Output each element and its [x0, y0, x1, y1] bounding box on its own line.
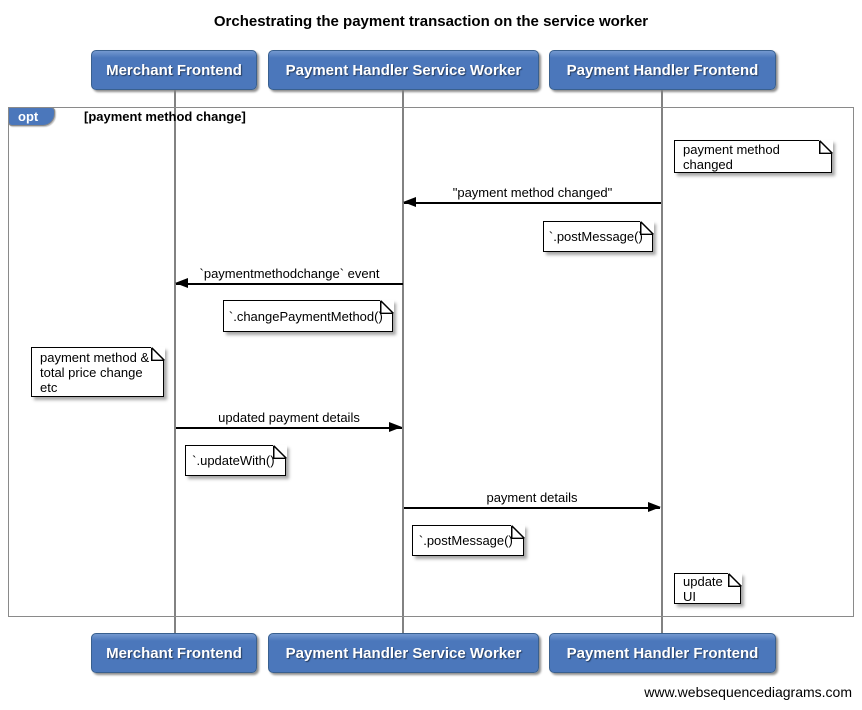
message-line	[176, 283, 403, 285]
diagram-title: Orchestrating the payment transaction on…	[213, 13, 649, 30]
message-label-paymentmethodchange-event: `paymentmethodchange` event	[199, 266, 380, 281]
note-text: `.updateWith()`	[192, 453, 279, 468]
note-fold-icon	[818, 139, 833, 154]
note-text: `.changePaymentMethod()`	[228, 308, 388, 324]
note-text: payment method & total price change etc	[40, 349, 150, 395]
actor-bottom-merchant-frontend: Merchant Frontend	[91, 633, 257, 673]
note-fold-icon	[379, 299, 394, 314]
opt-fragment-frame	[8, 107, 854, 617]
note-changepaymentmethod: `.changePaymentMethod()`	[223, 299, 394, 332]
opt-operator-tab: opt	[8, 107, 55, 126]
note-text: update UI	[683, 573, 723, 604]
note-updatewith: `.updateWith()`	[185, 444, 287, 476]
note-postmessage-2: `.postMessage()`	[412, 524, 525, 556]
message-line	[176, 427, 402, 429]
arrowhead-left-icon	[403, 197, 416, 207]
note-fold-icon	[727, 572, 742, 587]
actor-top-merchant-frontend: Merchant Frontend	[91, 50, 257, 90]
note-fold-icon	[150, 346, 165, 361]
actor-top-payment-handler-service-worker: Payment Handler Service Worker	[268, 50, 539, 90]
lifeline-merchant-frontend	[174, 90, 176, 633]
arrowhead-right-icon	[648, 502, 661, 512]
note-text: `.postMessage()`	[548, 229, 648, 244]
message-line	[404, 507, 660, 509]
note-payment-method-total-price: payment method & total price change etc	[31, 346, 165, 397]
arrowhead-left-icon	[175, 278, 188, 288]
note-fold-icon	[510, 524, 525, 539]
lifeline-payment-handler-service-worker	[402, 90, 404, 633]
note-fold-icon	[639, 220, 654, 235]
note-payment-method-changed: payment method changed	[674, 139, 833, 173]
note-postmessage-1: `.postMessage()`	[543, 220, 654, 252]
watermark-url: www.websequencediagrams.com	[644, 684, 852, 700]
message-line	[404, 202, 661, 204]
message-label-updated-payment-details: updated payment details	[218, 410, 360, 425]
note-update-ui: update UI	[674, 572, 742, 604]
note-text: payment method changed	[683, 141, 780, 172]
actor-top-payment-handler-frontend: Payment Handler Frontend	[549, 50, 776, 90]
opt-guard-label: [payment method change]	[84, 109, 246, 124]
note-text: `.postMessage()`	[418, 533, 518, 548]
message-label-payment-method-changed: "payment method changed"	[452, 185, 613, 200]
actor-bottom-payment-handler-service-worker: Payment Handler Service Worker	[268, 633, 539, 673]
lifeline-payment-handler-frontend	[661, 90, 663, 633]
arrowhead-right-icon	[389, 422, 402, 432]
message-label-payment-details: payment details	[486, 490, 578, 505]
actor-bottom-payment-handler-frontend: Payment Handler Frontend	[549, 633, 776, 673]
note-fold-icon	[272, 444, 287, 459]
